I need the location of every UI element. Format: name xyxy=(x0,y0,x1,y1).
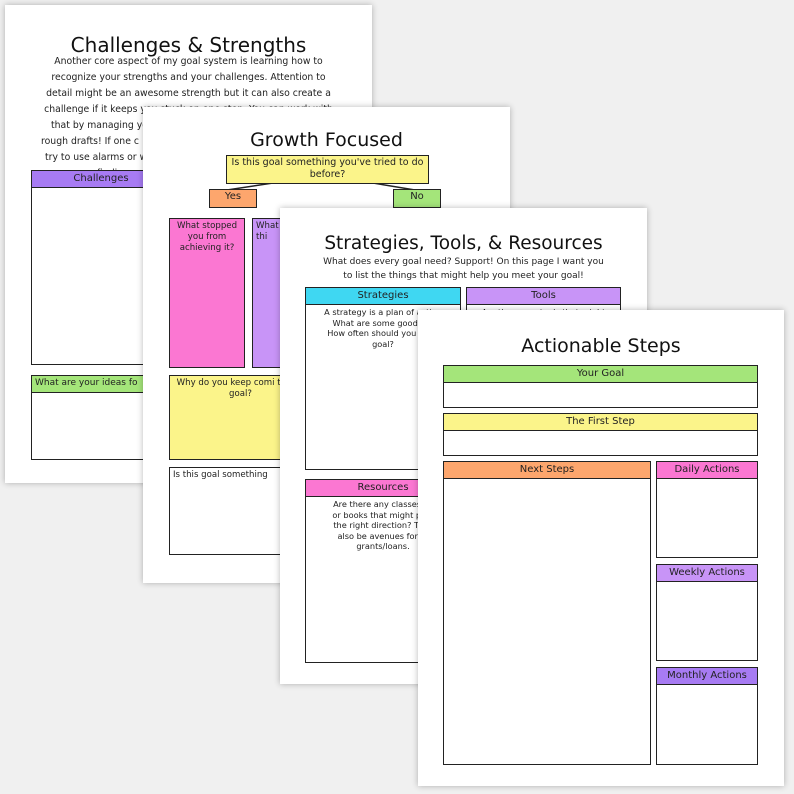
intro-text: What does every goal need? Support! On t… xyxy=(323,257,604,281)
no-box[interactable]: No xyxy=(393,189,441,208)
strategies-prompt: A strategy is a plan of action What are … xyxy=(324,307,442,349)
monthly-actions-header: Monthly Actions xyxy=(657,668,757,685)
ideas-box-header: What are your ideas fo xyxy=(32,376,170,393)
yes-box[interactable]: Yes xyxy=(209,189,257,208)
challenges-box-header: Challenges xyxy=(32,171,170,188)
page-title: Actionable Steps xyxy=(521,335,681,357)
next-steps-header: Next Steps xyxy=(444,462,650,479)
page-title: Strategies, Tools, & Resources xyxy=(324,233,603,254)
daily-actions-header: Daily Actions xyxy=(657,462,757,479)
weekly-actions-header: Weekly Actions xyxy=(657,565,757,582)
page-title: Growth Focused xyxy=(250,129,403,151)
strategies-box-header: Strategies xyxy=(306,288,460,305)
your-goal-header: Your Goal xyxy=(444,366,757,383)
weekly-actions-box[interactable]: Weekly Actions xyxy=(656,564,758,661)
first-step-header: The First Step xyxy=(444,414,757,431)
monthly-actions-box[interactable]: Monthly Actions xyxy=(656,667,758,765)
first-step-box[interactable]: The First Step xyxy=(443,413,758,456)
question-box: Is this goal something you've tried to d… xyxy=(226,155,429,184)
your-goal-box[interactable]: Your Goal xyxy=(443,365,758,408)
next-steps-box[interactable]: Next Steps xyxy=(443,461,651,765)
what-stopped-box[interactable]: What stopped you from achieving it? xyxy=(169,218,245,368)
resources-prompt: Are there any classes, w or books that m… xyxy=(332,499,434,551)
actionable-steps-page: Actionable Steps Your Goal The First Ste… xyxy=(418,310,784,786)
daily-actions-box[interactable]: Daily Actions xyxy=(656,461,758,558)
page-title: Challenges & Strengths xyxy=(70,33,307,57)
tools-box-header: Tools xyxy=(467,288,620,305)
